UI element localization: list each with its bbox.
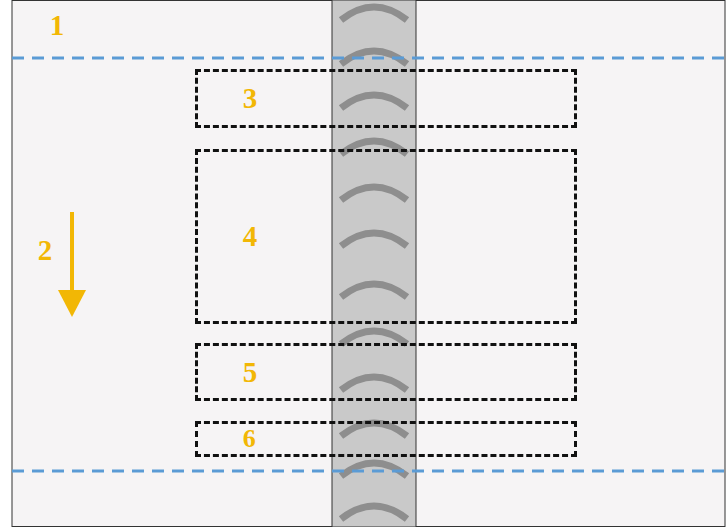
boundary-lines (12, 58, 726, 471)
zone-box: 3 (195, 69, 577, 128)
zone-box: 5 (195, 343, 577, 401)
callout-number: 1 (50, 11, 65, 40)
direction-arrow (58, 212, 86, 317)
zone-number: 5 (243, 358, 258, 387)
zone-number: 6 (243, 426, 256, 452)
plate-background (12, 1, 725, 527)
zone-number: 3 (243, 84, 258, 113)
weld-bead (332, 0, 416, 527)
bead-ripples (341, 7, 407, 519)
zone-box: 4 (195, 149, 577, 324)
callout-number: 2 (38, 236, 53, 265)
zone-box: 6 (195, 421, 577, 457)
zone-number: 4 (243, 222, 258, 251)
